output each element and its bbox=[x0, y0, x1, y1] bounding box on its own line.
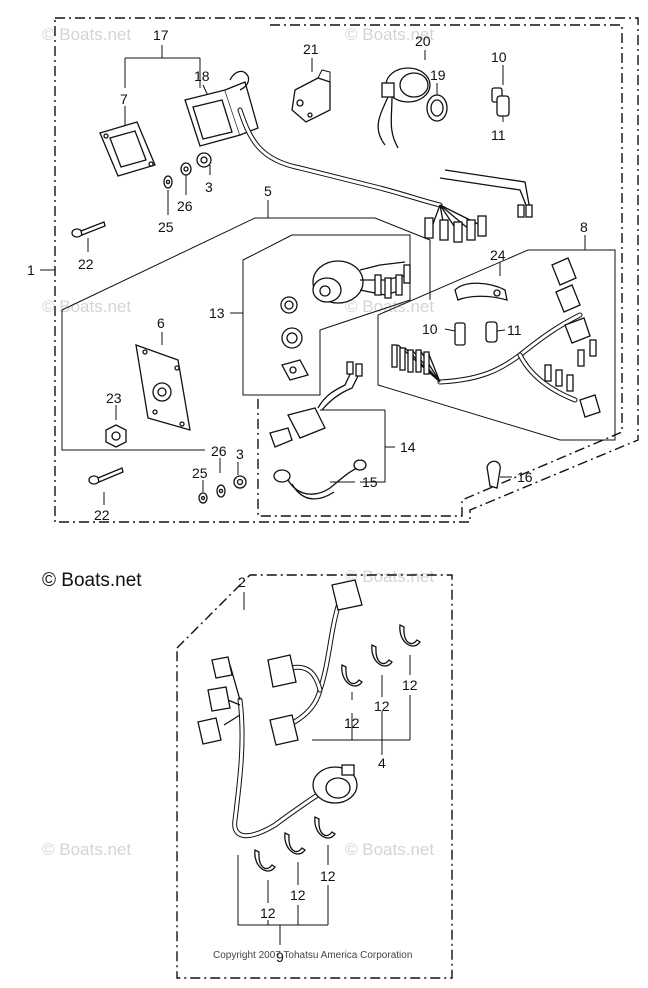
callout-6: 6 bbox=[157, 315, 165, 331]
callout-22: 22 bbox=[94, 507, 110, 523]
part-11-sleeve-lower bbox=[485, 321, 498, 343]
callout-12: 12 bbox=[374, 698, 390, 714]
watermark-text: © Boats.net bbox=[42, 25, 131, 44]
part-21-bracket bbox=[291, 69, 331, 123]
callout-18: 18 bbox=[194, 68, 210, 84]
watermark-text: © Boats.net bbox=[345, 567, 434, 586]
callout-25: 25 bbox=[158, 219, 174, 235]
watermarks: © Boats.net © Boats.net © Boats.net © Bo… bbox=[42, 25, 434, 859]
leader-lines-upper bbox=[40, 45, 586, 505]
callout-12: 12 bbox=[290, 887, 306, 903]
callout-26: 26 bbox=[211, 443, 227, 459]
callout-25: 25 bbox=[192, 465, 208, 481]
part-22-screw bbox=[71, 221, 106, 238]
callout-12: 12 bbox=[260, 905, 276, 921]
callout-3: 3 bbox=[236, 446, 244, 462]
watermark-text: © Boats.net bbox=[42, 297, 131, 316]
callout-20: 20 bbox=[415, 33, 431, 49]
callout-1: 1 bbox=[27, 262, 35, 278]
watermark-text: © Boats.net bbox=[42, 840, 131, 859]
part-6-panel bbox=[135, 344, 191, 431]
part-14-stop-switch bbox=[269, 361, 363, 448]
callout-14: 14 bbox=[400, 439, 416, 455]
part-12-clips bbox=[254, 624, 421, 872]
part-2-harness bbox=[197, 579, 363, 839]
callout-10: 10 bbox=[422, 321, 438, 337]
part-23-nut bbox=[105, 424, 127, 448]
callout-5: 5 bbox=[264, 183, 272, 199]
callout-12: 12 bbox=[402, 677, 418, 693]
part-26-washer-lower bbox=[216, 484, 226, 498]
part-24-clip bbox=[454, 282, 508, 301]
part-8-harness bbox=[391, 257, 601, 418]
callout-4: 4 bbox=[378, 755, 386, 771]
lower-assembly-frame bbox=[176, 574, 453, 979]
callout-11: 11 bbox=[507, 322, 522, 338]
callout-16: 16 bbox=[517, 469, 533, 485]
callout-23: 23 bbox=[106, 390, 122, 406]
part-3-nut-lower bbox=[233, 475, 247, 489]
part-25-washer bbox=[163, 175, 173, 189]
callout-2: 2 bbox=[238, 574, 246, 590]
part-25-washer-lower bbox=[198, 492, 208, 504]
leader-lines-lower bbox=[237, 655, 411, 945]
part-19-cap bbox=[426, 94, 448, 122]
callout-13: 13 bbox=[209, 305, 225, 321]
callout-19: 19 bbox=[430, 67, 446, 83]
part-10-terminal-lower bbox=[454, 322, 466, 346]
part-3-nut bbox=[196, 152, 212, 168]
watermark-text-dark: © Boats.net bbox=[42, 570, 142, 591]
part-11-sleeve bbox=[496, 95, 510, 117]
callout-17: 17 bbox=[153, 27, 169, 43]
part-26-washer bbox=[180, 162, 192, 176]
callout-26: 26 bbox=[177, 198, 193, 214]
callout-22: 22 bbox=[78, 256, 94, 272]
part-16-clamp bbox=[486, 460, 501, 489]
callout-10: 10 bbox=[491, 49, 507, 65]
callout-12: 12 bbox=[320, 868, 336, 884]
part-7-gasket bbox=[99, 121, 156, 177]
callout-15: 15 bbox=[362, 474, 378, 490]
part-22-screw-lower bbox=[88, 467, 124, 485]
callout-24: 24 bbox=[490, 247, 506, 263]
part-13-switch bbox=[280, 260, 411, 381]
callout-11: 11 bbox=[491, 127, 506, 143]
upper-assembly-frame bbox=[54, 17, 639, 523]
callout-7: 7 bbox=[120, 91, 128, 107]
watermark-text: © Boats.net bbox=[345, 25, 434, 44]
part-15-lanyard bbox=[273, 459, 367, 500]
main-cable bbox=[237, 107, 533, 243]
callout-21: 21 bbox=[303, 41, 319, 57]
callouts: 1 2 3 3 4 5 6 7 8 9 10 10 11 11 12 12 12… bbox=[27, 27, 588, 965]
callout-12: 12 bbox=[344, 715, 360, 731]
part-20-buzzer bbox=[377, 67, 431, 149]
callout-3: 3 bbox=[205, 179, 213, 195]
copyright-text: Copyright 2007 Tohatsu America Corporati… bbox=[213, 950, 412, 961]
callout-9: 9 bbox=[276, 949, 284, 965]
callout-8: 8 bbox=[580, 219, 588, 235]
watermark-text: © Boats.net bbox=[345, 840, 434, 859]
